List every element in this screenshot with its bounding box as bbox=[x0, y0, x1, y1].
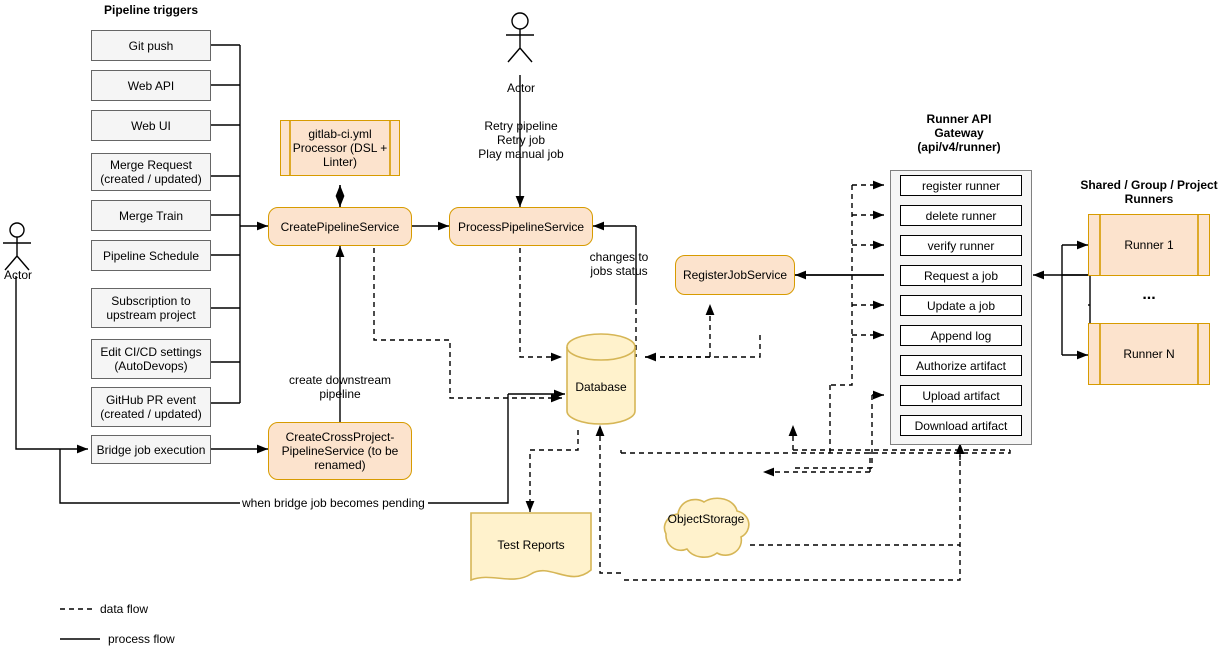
object-storage-label: ObjectStorage bbox=[667, 512, 745, 526]
service-label: CreateCrossProject- PipelineService (to … bbox=[281, 430, 399, 472]
trigger-github-pr-event[interactable]: GitHub PR event (created / updated) bbox=[91, 387, 211, 427]
endpoint-label: Update a job bbox=[926, 298, 996, 313]
gateway-endpoint-delete-runner[interactable]: delete runner bbox=[900, 205, 1022, 226]
runner-n[interactable]: Runner N bbox=[1088, 323, 1210, 385]
gateway-endpoint-request-a-job[interactable]: Request a job bbox=[900, 265, 1022, 286]
legend-data-flow-label: data flow bbox=[100, 602, 149, 616]
process-pipeline-service[interactable]: ProcessPipelineService bbox=[449, 207, 593, 246]
trigger-subscription-upstream[interactable]: Subscription to upstream project bbox=[91, 288, 211, 328]
trigger-bridge-job-execution[interactable]: Bridge job execution bbox=[91, 435, 211, 464]
endpoint-label: Upload artifact bbox=[922, 388, 1000, 403]
edge-label-changes-to-jobs-status: changes to jobs status bbox=[589, 250, 649, 278]
gateway-endpoint-upload-artifact[interactable]: Upload artifact bbox=[900, 385, 1022, 406]
runners-ellipsis: ... bbox=[1142, 286, 1156, 303]
trigger-merge-request[interactable]: Merge Request (created / updated) bbox=[91, 153, 211, 191]
trigger-git-push[interactable]: Git push bbox=[91, 30, 211, 61]
legend-process-flow-label: process flow bbox=[108, 632, 175, 646]
gateway-endpoint-register-runner[interactable]: register runner bbox=[900, 175, 1022, 196]
runners-title: Shared / Group / Project Runners bbox=[1080, 178, 1218, 206]
database-label: Database bbox=[575, 380, 627, 394]
gitlab-ci-yml-processor[interactable]: gitlab-ci.yml Processor (DSL + Linter) bbox=[280, 120, 400, 176]
database-cylinder bbox=[566, 333, 636, 425]
trigger-label: Merge Request (created / updated) bbox=[100, 158, 202, 186]
gateway-endpoint-download-artifact[interactable]: Download artifact bbox=[900, 415, 1022, 436]
endpoint-label: Authorize artifact bbox=[915, 358, 1007, 373]
trigger-label: Pipeline Schedule bbox=[102, 248, 200, 263]
service-label: CreatePipelineService bbox=[280, 219, 400, 234]
trigger-edit-cicd-settings[interactable]: Edit CI/CD settings (AutoDevops) bbox=[91, 339, 211, 379]
trigger-label: Git push bbox=[128, 38, 174, 53]
trigger-label: GitHub PR event (created / updated) bbox=[100, 393, 202, 421]
object-storage-cloud bbox=[663, 497, 750, 558]
register-job-service[interactable]: RegisterJobService bbox=[675, 255, 795, 295]
trigger-pipeline-schedule[interactable]: Pipeline Schedule bbox=[91, 240, 211, 271]
trigger-label: Bridge job execution bbox=[96, 442, 206, 457]
endpoint-label: Request a job bbox=[923, 268, 999, 283]
edge-label-create-downstream-pipeline: create downstream pipeline bbox=[288, 373, 392, 401]
runner-label: Runner 1 bbox=[1124, 238, 1174, 252]
create-pipeline-service[interactable]: CreatePipelineService bbox=[268, 207, 412, 246]
trigger-label: Edit CI/CD settings (AutoDevops) bbox=[100, 345, 202, 373]
trigger-label: Web UI bbox=[131, 118, 171, 133]
gateway-endpoint-verify-runner[interactable]: verify runner bbox=[900, 235, 1022, 256]
endpoint-label: verify runner bbox=[927, 238, 995, 253]
trigger-web-api[interactable]: Web API bbox=[91, 70, 211, 101]
service-label: ProcessPipelineService bbox=[457, 219, 585, 234]
trigger-label: Merge Train bbox=[118, 208, 184, 223]
endpoint-label: Append log bbox=[930, 328, 992, 343]
endpoint-label: Download artifact bbox=[914, 418, 1008, 433]
test-reports-document bbox=[470, 512, 592, 582]
edge-label-retry: Retry pipeline Retry job Play manual job bbox=[478, 119, 564, 161]
endpoint-label: register runner bbox=[921, 178, 1001, 193]
actor-top-label: Actor bbox=[506, 81, 535, 95]
trigger-label: Subscription to upstream project bbox=[106, 294, 196, 322]
create-cross-project-pipeline-service[interactable]: CreateCrossProject- PipelineService (to … bbox=[268, 422, 412, 480]
gateway-endpoint-update-a-job[interactable]: Update a job bbox=[900, 295, 1022, 316]
actor-top-icon bbox=[506, 12, 534, 63]
trigger-web-ui[interactable]: Web UI bbox=[91, 110, 211, 141]
gateway-title: Runner API Gateway (api/v4/runner) bbox=[917, 112, 1001, 154]
service-label: RegisterJobService bbox=[682, 268, 788, 282]
actor-left-label: Actor bbox=[3, 268, 32, 282]
trigger-merge-train[interactable]: Merge Train bbox=[91, 200, 211, 231]
test-reports-label: Test Reports bbox=[497, 538, 565, 552]
gateway-endpoint-append-log[interactable]: Append log bbox=[900, 325, 1022, 346]
trigger-label: Web API bbox=[127, 78, 175, 93]
gateway-endpoint-authorize-artifact[interactable]: Authorize artifact bbox=[900, 355, 1022, 376]
endpoint-label: delete runner bbox=[925, 208, 997, 223]
runner-1[interactable]: Runner 1 bbox=[1088, 214, 1210, 276]
pipeline-triggers-heading: Pipeline triggers bbox=[103, 3, 199, 17]
processor-label: gitlab-ci.yml Processor (DSL + Linter) bbox=[292, 127, 388, 169]
runner-label: Runner N bbox=[1123, 347, 1175, 361]
actor-left-icon bbox=[3, 222, 31, 271]
edge-label-bridge-pending: when bridge job becomes pending bbox=[242, 496, 425, 510]
